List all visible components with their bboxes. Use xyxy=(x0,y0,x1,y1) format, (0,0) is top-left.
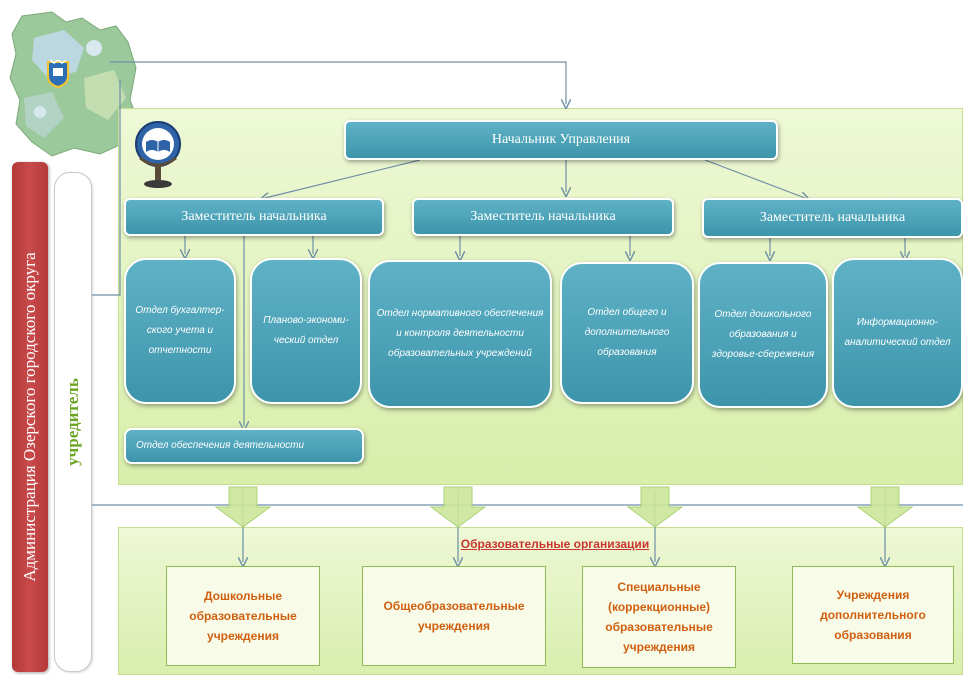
deputy-label: Заместитель начальника xyxy=(470,209,616,224)
globe-book-icon xyxy=(135,121,181,188)
department-support: Отдел обеспечения деятельности xyxy=(124,428,364,464)
deputy-box: Заместитель начальника xyxy=(702,198,963,238)
organizations-title: Образовательные организации xyxy=(460,537,650,551)
city-emblem-icon xyxy=(47,60,69,88)
founder-bar: учредитель xyxy=(54,172,92,672)
department-planning: Планово-экономи-ческий отдел xyxy=(250,258,362,404)
department-preschool: Отдел дошкольного образования и здоровье… xyxy=(698,262,828,408)
deputy-box: Заместитель начальника xyxy=(124,198,384,236)
region-map-icon xyxy=(9,11,139,157)
head-label: Начальник Управления xyxy=(491,132,631,147)
department-accounting: Отдел бухгалтер-ского учета и отчетности xyxy=(124,258,236,404)
head-box: Начальник Управления xyxy=(344,120,778,160)
administration-bar: Администрация Озерского городского округ… xyxy=(12,162,48,672)
org-general: Общеобразовательные учреждения xyxy=(362,566,546,666)
org-additional: Учреждения дополнительного образования xyxy=(792,566,954,664)
deputy-label: Заместитель начальника xyxy=(181,209,327,224)
department-general-education: Отдел общего и дополнительного образован… xyxy=(560,262,694,404)
org-preschool: Дошкольные образовательные учреждения xyxy=(166,566,320,666)
deputy-box: Заместитель начальника xyxy=(412,198,674,236)
org-special: Специальные (коррекционные) образователь… xyxy=(582,566,736,668)
department-information: Информационно-аналитический отдел xyxy=(832,258,963,408)
department-regulatory: Отдел нормативного обеспечения и контрол… xyxy=(368,260,552,408)
deputy-label: Заместитель начальника xyxy=(759,210,906,225)
